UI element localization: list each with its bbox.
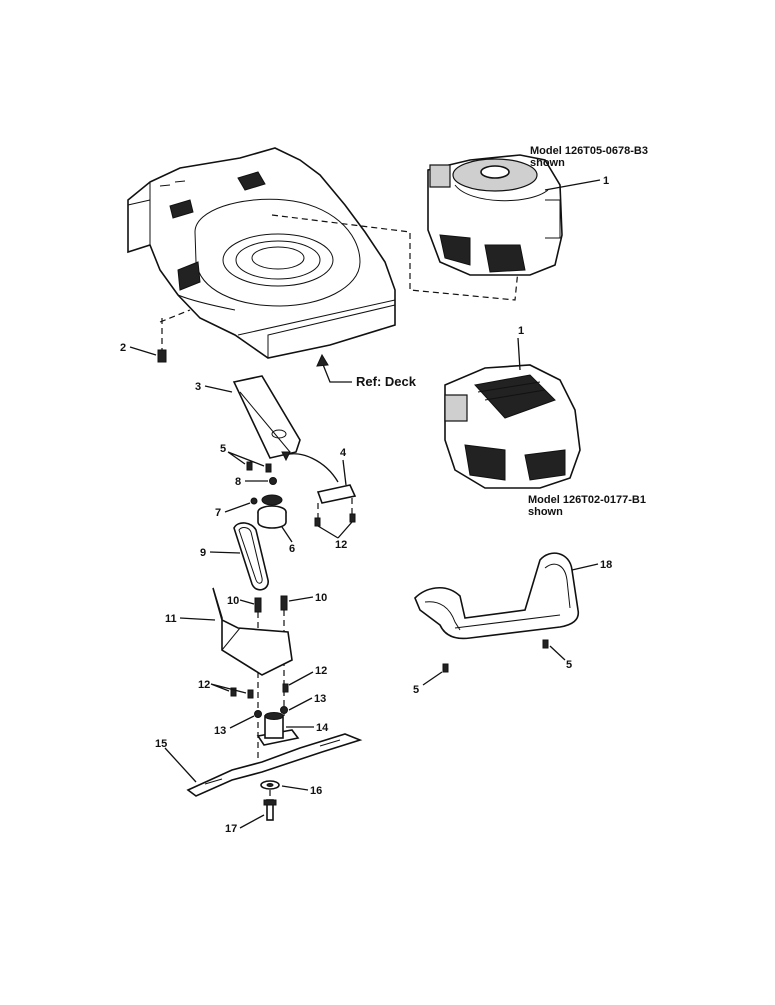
engine-bottom-caption-line1: Model 126T02-0177-B1 bbox=[528, 494, 646, 506]
pulley: 6 bbox=[257, 494, 295, 555]
callout-nut-8: 8 bbox=[235, 476, 241, 488]
bracket: 3 bbox=[195, 375, 339, 483]
engine-position-dashed-lines bbox=[159, 214, 519, 323]
callout-blade: 15 bbox=[155, 738, 167, 750]
deck-reference: Ref: Deck bbox=[316, 353, 417, 389]
callout-guard: 11 bbox=[165, 613, 177, 625]
guard: 11 bbox=[165, 587, 293, 676]
callout-nut-13-right: 13 bbox=[314, 693, 326, 705]
callout-engine-top: 1 bbox=[603, 175, 609, 187]
washer-7: 7 bbox=[215, 497, 258, 519]
callout-bolt-17: 17 bbox=[225, 823, 237, 835]
callout-bolt-10-left: 10 bbox=[227, 595, 239, 607]
callout-pulley: 6 bbox=[289, 543, 295, 555]
bolt-17: 17 bbox=[225, 790, 277, 835]
callout-washer-7: 7 bbox=[215, 507, 221, 519]
deck-reference-label: Ref: Deck bbox=[356, 374, 417, 389]
callout-bracket: 3 bbox=[195, 381, 201, 393]
callout-belt: 9 bbox=[200, 547, 206, 559]
engine-bottom: 1 bbox=[444, 325, 581, 489]
mower-deck bbox=[127, 147, 396, 359]
callout-idler-arm: 4 bbox=[340, 447, 347, 459]
washer-16: 16 bbox=[260, 780, 322, 797]
engine-top-caption-line2: shown bbox=[530, 157, 565, 169]
deck-bolt: 2 bbox=[120, 318, 167, 363]
callout-screws-left: 5 bbox=[220, 443, 226, 455]
callout-screw-12-right: 12 bbox=[315, 665, 327, 677]
belt: 9 bbox=[200, 522, 269, 591]
callout-washer-16: 16 bbox=[310, 785, 322, 797]
callout-screws-12-top: 12 bbox=[335, 539, 347, 551]
callout-nut-13-left: 13 bbox=[214, 725, 226, 737]
blade: 15 bbox=[155, 733, 363, 797]
engine-bottom-caption-line2: shown bbox=[528, 506, 563, 518]
callout-engine-bottom: 1 bbox=[518, 325, 524, 337]
screws-left: 5 bbox=[220, 443, 272, 473]
engine-top: 1 bbox=[427, 154, 609, 276]
callout-screws-12-left: 12 bbox=[198, 679, 210, 691]
callout-handle: 18 bbox=[600, 559, 612, 571]
idler-arm: 4 12 bbox=[314, 447, 357, 551]
nuts-13: 13 13 bbox=[214, 693, 326, 737]
engine-top-caption-line1: Model 126T05-0678-B3 bbox=[530, 145, 648, 157]
callout-screw-5-right: 5 bbox=[566, 659, 572, 671]
callout-screw-5-left: 5 bbox=[413, 684, 419, 696]
handle-screws: 5 5 bbox=[413, 639, 572, 696]
handle-bracket: 18 bbox=[414, 552, 612, 640]
nut-8: 8 bbox=[235, 476, 277, 488]
callout-bolt-10-right: 10 bbox=[315, 592, 327, 604]
blade-adapter: 14 bbox=[256, 712, 329, 746]
callout-adapter: 14 bbox=[316, 722, 329, 734]
callout-deck-bolt: 2 bbox=[120, 342, 126, 354]
screws-12-lower: 12 12 bbox=[198, 665, 327, 699]
